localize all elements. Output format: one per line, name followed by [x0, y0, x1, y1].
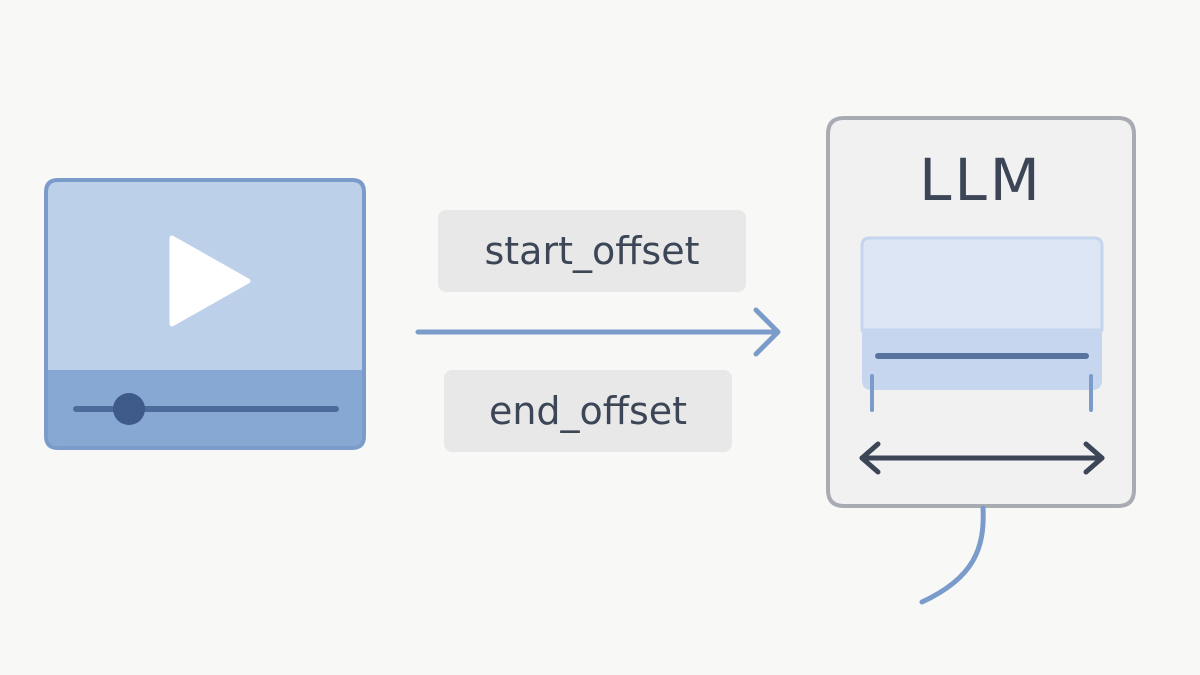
llm-window-lower — [862, 330, 1102, 390]
output-curve — [919, 505, 986, 605]
arrow-right-icon — [415, 307, 781, 357]
end-offset-label: end_offset — [444, 370, 732, 452]
video-player-icon — [44, 178, 366, 450]
start-offset-label: start_offset — [438, 210, 746, 292]
llm-window-upper — [860, 236, 1104, 332]
end-offset-text: end_offset — [488, 389, 688, 433]
play-icon — [169, 235, 251, 327]
double-arrow-icon — [859, 441, 1105, 475]
llm-box — [826, 116, 1136, 508]
llm-title: LLM — [919, 146, 1043, 214]
video-progress-knob — [113, 393, 145, 425]
start-offset-text: start_offset — [484, 229, 700, 273]
